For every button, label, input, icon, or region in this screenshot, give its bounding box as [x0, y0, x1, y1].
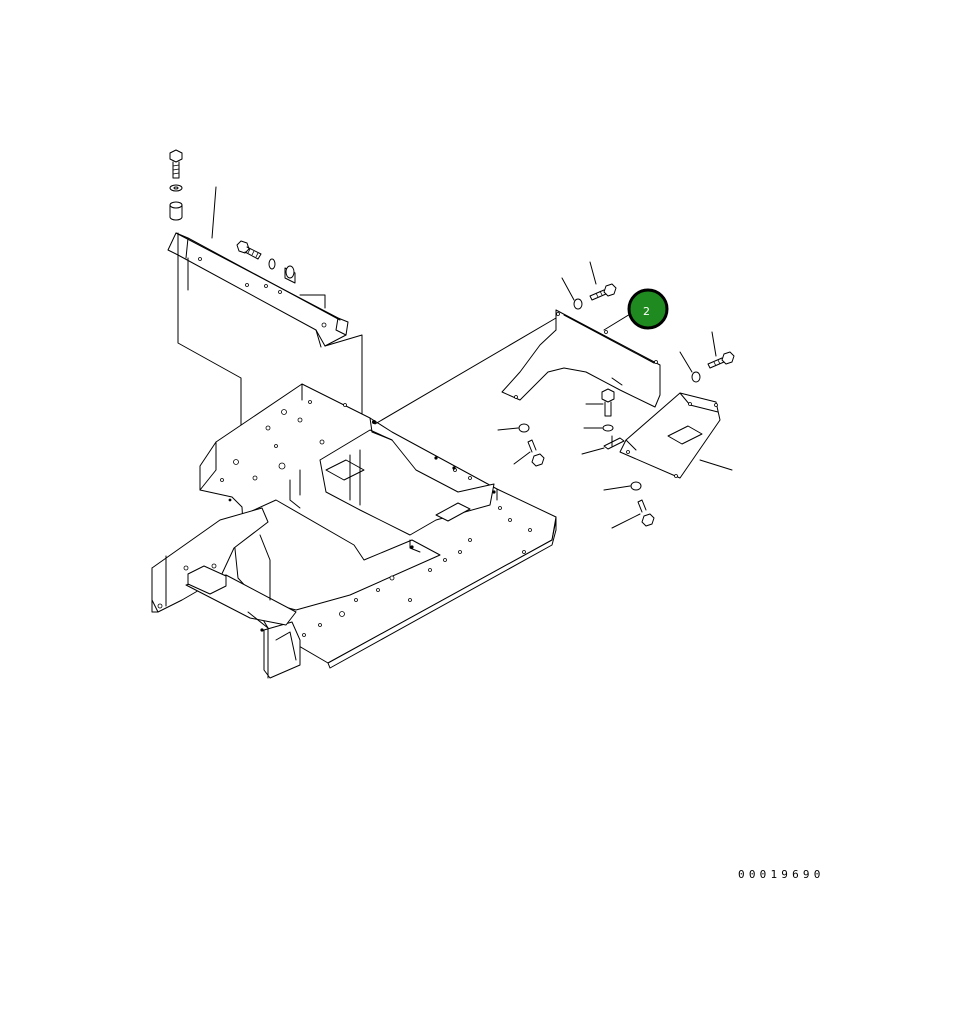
- callout-2-label: 2: [643, 305, 650, 318]
- leader-frame-to-cover: [374, 317, 557, 425]
- cover-plate: [501, 307, 661, 408]
- fasteners-cover: [497, 261, 735, 529]
- main-frame: [151, 383, 557, 679]
- leader-bracket: [211, 186, 217, 239]
- frame-front-foot: [263, 621, 301, 679]
- spacer-top-left: [169, 201, 183, 221]
- callout-2[interactable]: 2: [627, 288, 669, 330]
- washer-side-left: [268, 258, 276, 270]
- spacer-side-left: [284, 265, 296, 284]
- drawing-number: 00019690: [738, 868, 825, 881]
- frame-left-rail: [151, 507, 269, 613]
- side-cover-window: [667, 425, 703, 445]
- side-cover: [619, 392, 733, 479]
- deck-holes: [157, 400, 532, 637]
- bolt-top-left: [169, 149, 183, 179]
- bolt-side-left: [236, 240, 262, 260]
- long-bracket: [167, 232, 349, 348]
